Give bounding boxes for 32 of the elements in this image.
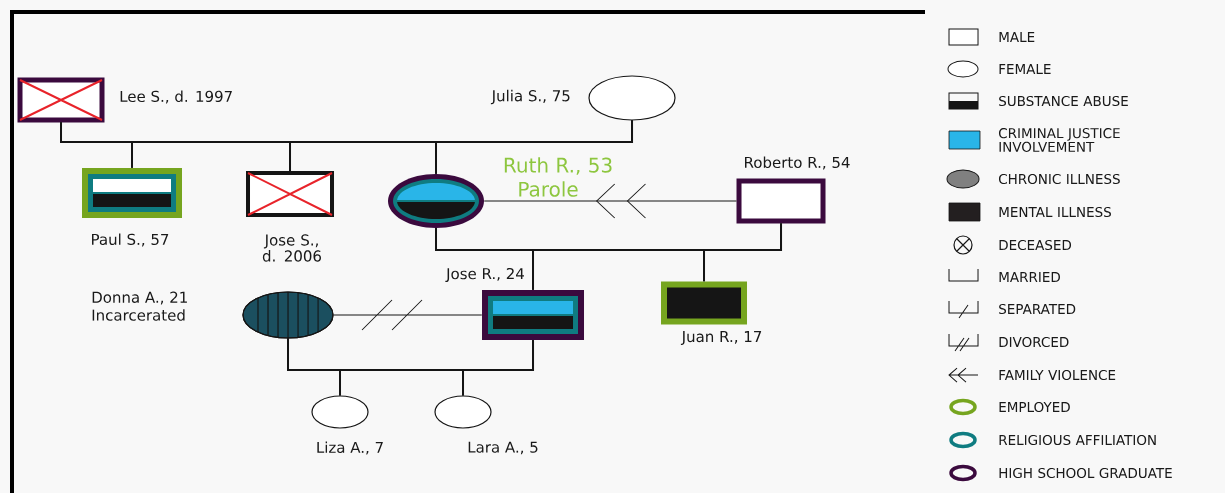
status-label: Incarcerated (92, 309, 185, 321)
person-label: Ruth R., 53 (504, 157, 612, 175)
person-label: Lara A., 5 (468, 441, 538, 455)
descent-line (703, 222, 782, 283)
person-label: Jose R., 24 (445, 267, 524, 283)
legend-label: MENTAL ILLNESS (999, 206, 1111, 218)
legend-label: CHRONIC ILLNESS (998, 173, 1120, 185)
legend-label: MARRIED (999, 272, 1060, 282)
legend-label: HIGH SCHOOL GRADUATE (999, 467, 1172, 479)
legend-label: CRIMINAL JUSTICE INVOLVEMENT (998, 128, 1120, 152)
legend-label: DECEASED (999, 239, 1072, 251)
person-label: Donna A., 21 (92, 291, 187, 305)
legend-label: DIVORCED (999, 336, 1069, 348)
person-label: Liza A., 7 (317, 441, 383, 455)
legend-label: RELIGIOUS AFFILIATION (999, 434, 1156, 446)
status-label: Parole (519, 181, 578, 197)
person-label: Paul S., 57 (92, 233, 169, 247)
descent-line (435, 119, 633, 175)
person-label: Julia S., 75 (490, 89, 570, 105)
person-label: Juan R., 17 (680, 331, 762, 345)
legend-label: SUBSTANCE ABUSE (999, 95, 1128, 107)
legend-label: EMPLOYED (999, 401, 1070, 413)
person-label: Lee S., d. 1997 (120, 90, 232, 104)
legend-label: MALE (999, 32, 1035, 42)
descent-line (462, 339, 534, 397)
person-label: Jose S., d. 2006 (262, 234, 321, 262)
legend-label: FEMALE (999, 64, 1051, 74)
legend-label: SEPARATED (999, 303, 1076, 315)
divorce-line (333, 299, 483, 331)
legend-label: FAMILY VIOLENCE (999, 369, 1116, 381)
violence-line (483, 183, 737, 219)
person-label: Roberto R., 54 (745, 156, 850, 170)
